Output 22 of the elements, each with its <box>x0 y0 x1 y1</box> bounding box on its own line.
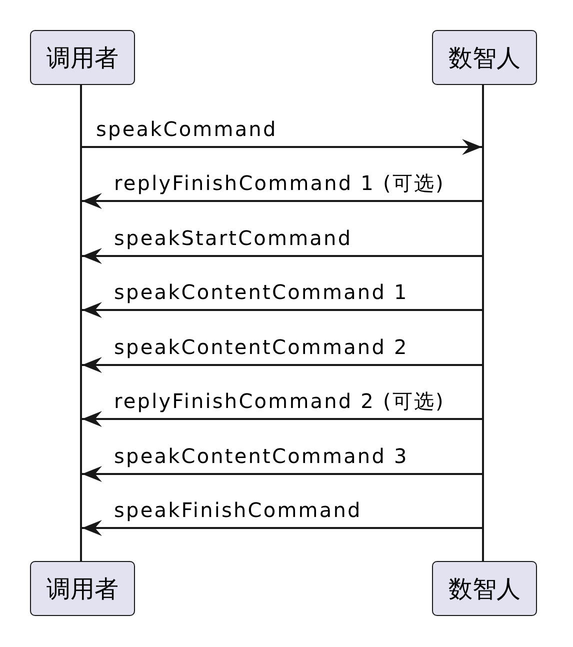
message-label: replyFinishCommand 2 (可选) <box>114 389 445 413</box>
message-arrow <box>82 193 482 209</box>
lifeline <box>482 85 484 561</box>
participant-box: 调用者 <box>30 561 135 616</box>
participant-box: 数智人 <box>432 30 537 85</box>
message-arrow <box>82 520 482 536</box>
message-label: speakStartCommand <box>114 226 352 250</box>
message-arrow <box>82 302 482 318</box>
message-arrow <box>82 466 482 482</box>
participant-box: 数智人 <box>432 561 537 616</box>
message-label: replyFinishCommand 1 (可选) <box>114 171 445 195</box>
message-arrow <box>82 357 482 373</box>
message-label: speakContentCommand 3 <box>114 444 408 468</box>
message-label: speakContentCommand 1 <box>114 280 408 304</box>
message-label: speakCommand <box>96 117 278 141</box>
message-arrow <box>82 248 482 264</box>
participant-box: 调用者 <box>30 30 135 85</box>
lifeline <box>80 85 82 561</box>
message-arrow <box>82 411 482 427</box>
message-arrow <box>82 139 482 155</box>
message-label: speakContentCommand 2 <box>114 335 408 359</box>
message-label: speakFinishCommand <box>114 498 362 522</box>
